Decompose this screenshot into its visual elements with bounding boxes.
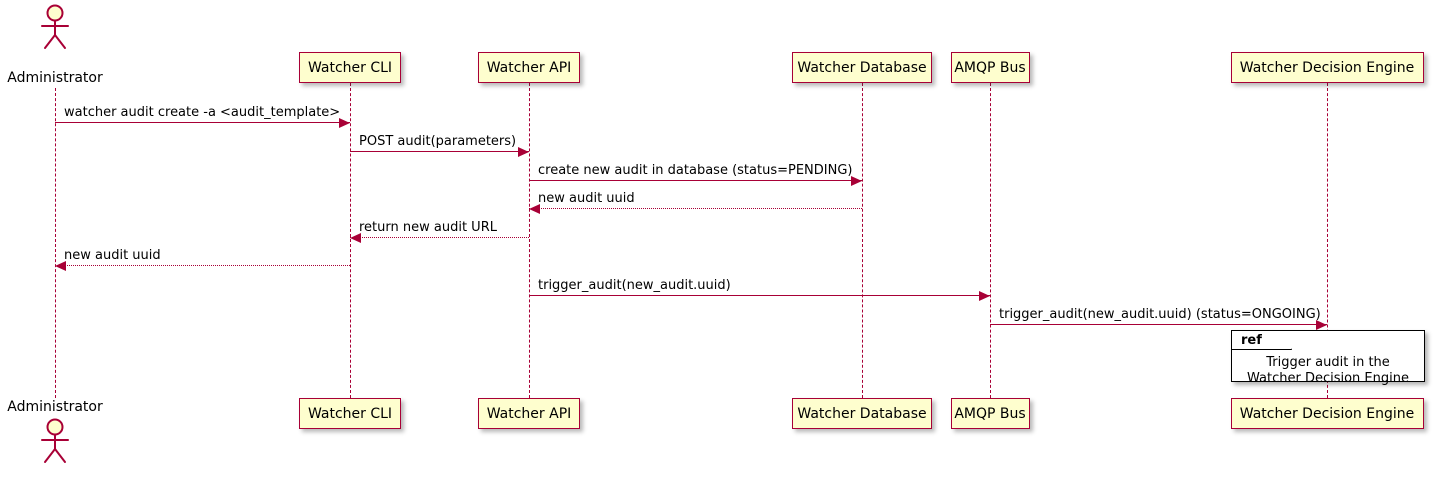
participant-box-watcher-api-top: Watcher API (478, 52, 580, 83)
message-arrowhead-7 (979, 291, 990, 301)
message-arrow-8 (990, 324, 1327, 325)
message-arrow-7 (529, 295, 990, 296)
message-arrowhead-5 (350, 233, 361, 243)
message-label-6: new audit uuid (64, 248, 161, 263)
message-label-8: trigger_audit(new_audit.uuid) (status=ON… (999, 307, 1321, 322)
message-arrow-4 (529, 208, 862, 209)
participant-label: AMQP Bus (954, 59, 1026, 76)
lifeline-watcher-database (862, 83, 863, 398)
ref-fragment-line-1: Trigger audit in the (1266, 355, 1390, 370)
participant-box-watcher-api-bottom: Watcher API (478, 398, 580, 429)
participant-label: Watcher API (486, 405, 572, 422)
message-arrow-1 (55, 122, 350, 123)
lifeline-watcher-api (529, 83, 530, 398)
participant-label: Watcher Decision Engine (1239, 59, 1415, 76)
message-arrowhead-1 (339, 118, 350, 128)
message-arrow-6 (55, 265, 350, 266)
ref-fragment-tab-label: ref (1241, 333, 1262, 348)
participant-box-watcher-cli-bottom: Watcher CLI (299, 398, 401, 429)
lifeline-amqp-bus (990, 83, 991, 398)
actor-figure-administrator-top (41, 4, 69, 49)
actor-label-administrator-top: Administrator (7, 70, 103, 86)
participant-box-watcher-cli-top: Watcher CLI (299, 52, 401, 83)
message-label-7: trigger_audit(new_audit.uuid) (538, 278, 731, 293)
participant-label: Watcher Decision Engine (1239, 405, 1415, 422)
participant-label: Watcher CLI (307, 59, 393, 76)
message-label-1: watcher audit create -a <audit_template> (64, 105, 341, 120)
actor-figure-administrator-bottom (41, 418, 69, 463)
participant-box-watcher-decision-engine-bottom: Watcher Decision Engine (1230, 398, 1424, 429)
message-label-2: POST audit(parameters) (359, 134, 517, 149)
participant-box-watcher-database-bottom: Watcher Database (792, 398, 932, 429)
message-arrowhead-2 (518, 147, 529, 157)
participant-label: AMQP Bus (954, 405, 1026, 422)
message-arrowhead-4 (529, 204, 540, 214)
participant-label: Watcher API (486, 59, 572, 76)
lifeline-watcher-decision-engine (1327, 83, 1328, 398)
participant-box-watcher-database-top: Watcher Database (792, 52, 932, 83)
participant-label: Watcher CLI (307, 405, 393, 422)
message-arrowhead-6 (55, 261, 66, 271)
message-arrowhead-8 (1316, 320, 1327, 330)
message-label-3: create new audit in database (status=PEN… (538, 163, 853, 178)
participant-box-amqp-bus-top: AMQP Bus (950, 52, 1030, 83)
ref-fragment-line-2: Watcher Decision Engine (1247, 371, 1409, 386)
message-label-5: return new audit URL (359, 220, 497, 235)
message-arrow-5 (350, 237, 529, 238)
participant-box-watcher-decision-engine-top: Watcher Decision Engine (1230, 52, 1424, 83)
participant-box-amqp-bus-bottom: AMQP Bus (950, 398, 1030, 429)
message-arrowhead-3 (851, 176, 862, 186)
message-label-4: new audit uuid (538, 191, 635, 206)
message-arrow-3 (529, 180, 862, 181)
message-arrow-2 (350, 151, 529, 152)
participant-label: Watcher Database (797, 59, 927, 76)
actor-label-administrator-bottom: Administrator (7, 399, 103, 415)
participant-label: Watcher Database (797, 405, 927, 422)
lifeline-administrator (55, 88, 56, 398)
